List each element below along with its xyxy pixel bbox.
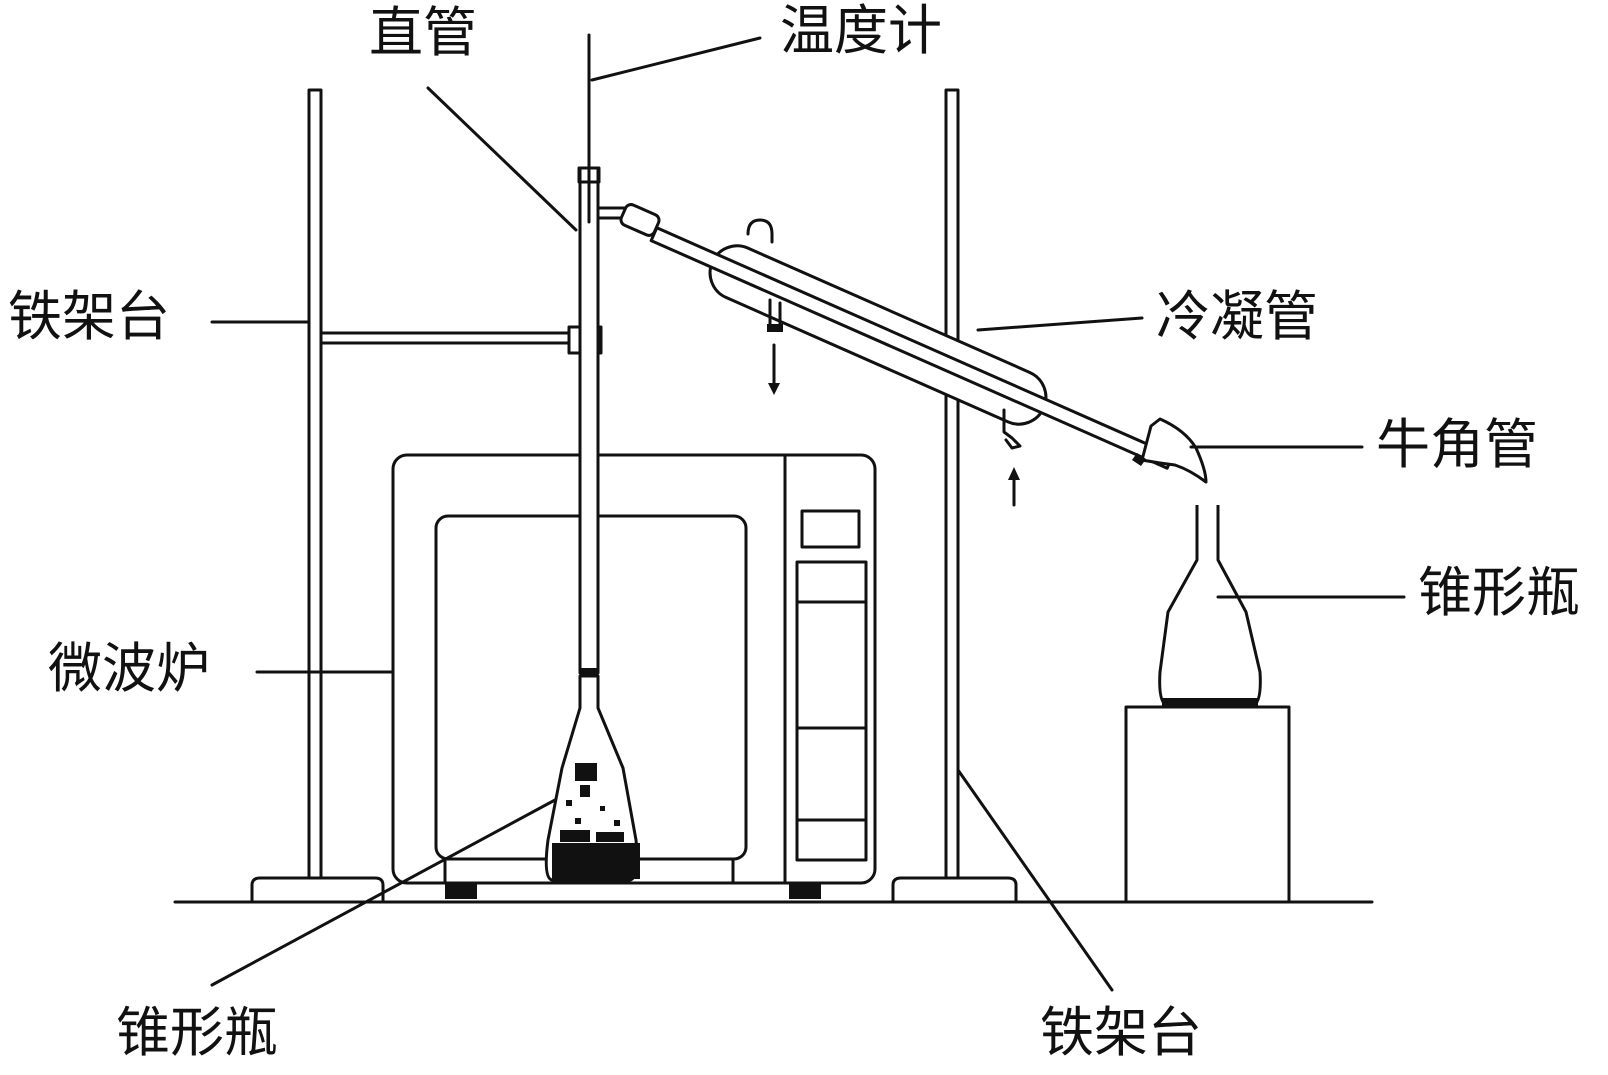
label-straight-tube: 直管 [369,1,477,64]
label-thermometer: 温度计 [780,0,942,62]
label-flask-right: 锥形瓶 [1418,561,1580,624]
label-flask-bottom: 锥形瓶 [116,1001,278,1064]
microwave-oven [391,453,877,899]
label-iron-stand-left: 铁架台 [8,285,170,348]
leader-lines [210,36,1406,992]
label-adapter: 牛角管 [1376,413,1538,476]
straight-tube [577,166,601,676]
label-iron-stand-bottom: 铁架台 [1040,1001,1202,1064]
condenser [619,203,1175,507]
receiving-flask-right [1124,505,1291,904]
label-microwave: 微波炉 [48,637,210,700]
adapter [1132,417,1208,484]
reaction-flask-bottom [544,674,640,882]
label-condenser: 冷凝管 [1156,285,1318,348]
right-iron-stand [891,88,1018,904]
